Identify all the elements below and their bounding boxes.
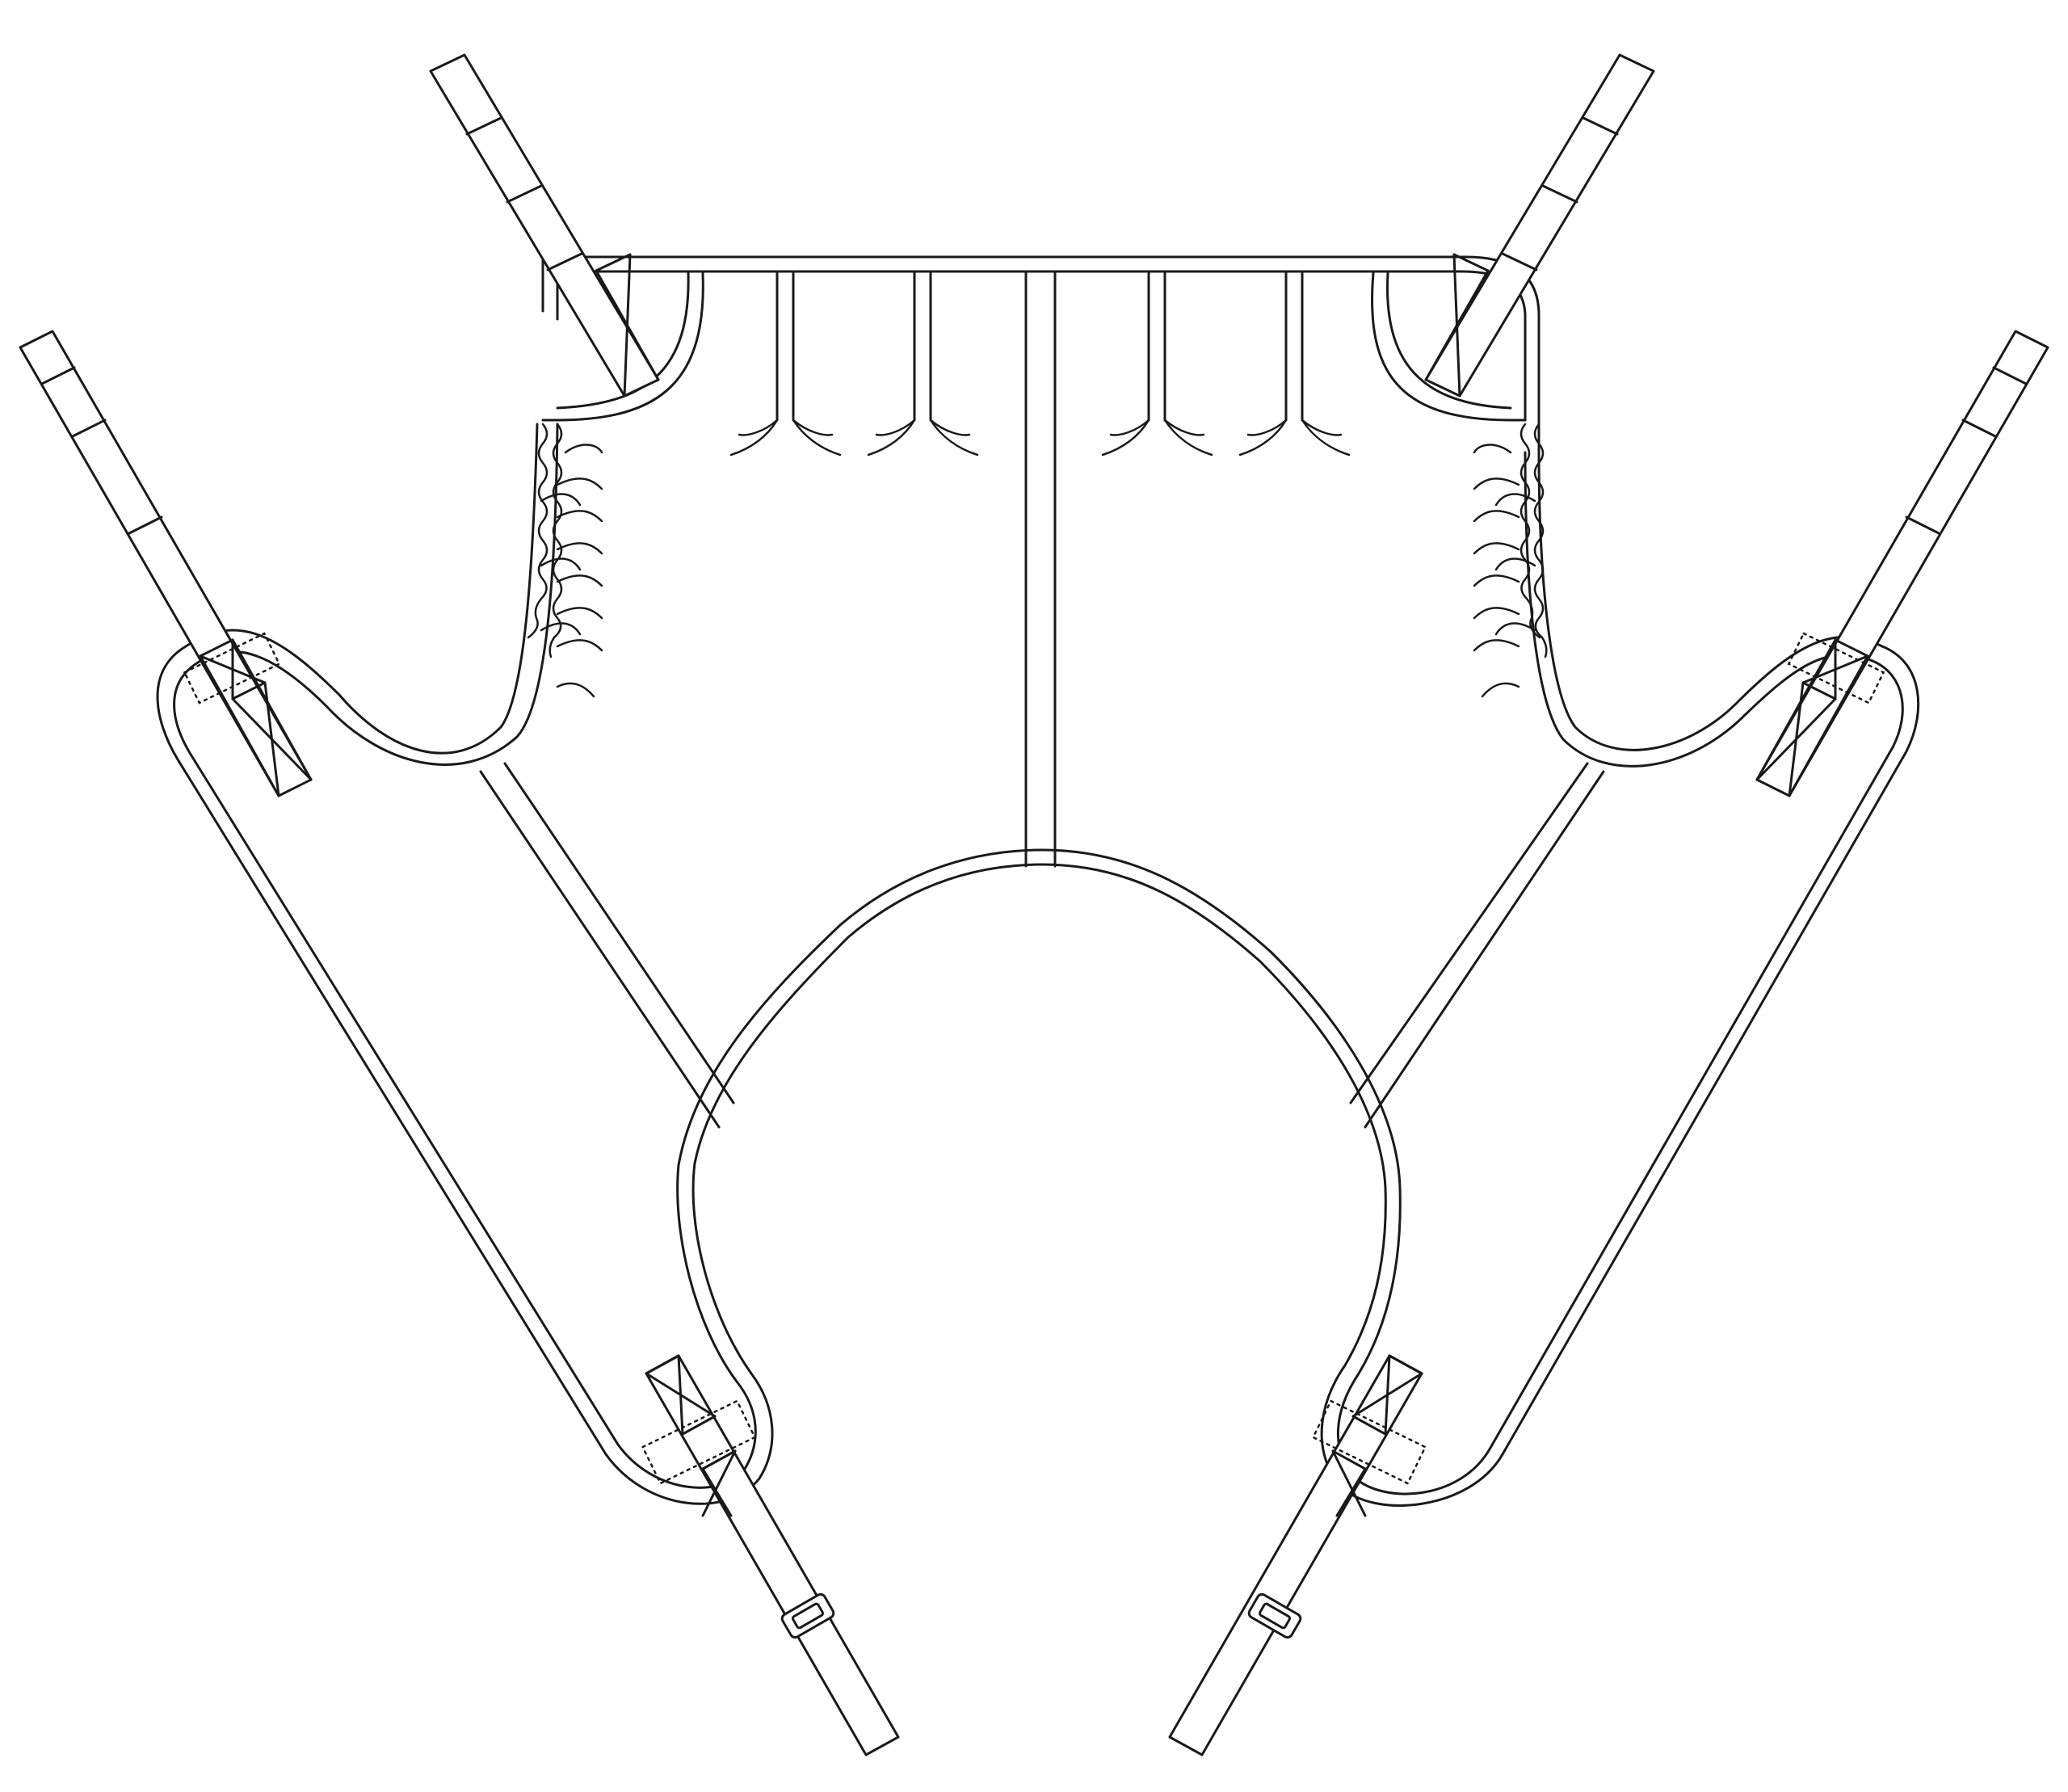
- inner-seams: [479, 762, 1605, 1129]
- dart-2: [867, 271, 979, 456]
- dart-4: [1238, 271, 1351, 456]
- upper-right-shoulder-strap: [1424, 53, 1655, 398]
- sling-body: [156, 255, 1920, 1507]
- right-pocket-inner: [1386, 271, 1512, 410]
- right-buckle: [1247, 1592, 1302, 1639]
- right-pocket-outer: [1371, 271, 1527, 422]
- right-gathered-edge: [1473, 423, 1548, 698]
- right-side-strap: [1755, 330, 2049, 797]
- head-support-panel: [541, 271, 1527, 868]
- left-wing-outer: [156, 423, 1920, 1507]
- lower-left-leg-strap: [641, 1354, 900, 1756]
- left-side-strap: [19, 330, 313, 797]
- upper-left-shoulder-strap: [429, 53, 660, 398]
- dart-3: [1101, 271, 1213, 456]
- left-wing-inner: [173, 423, 1904, 1495]
- left-buckle: [780, 1592, 835, 1639]
- left-gathered-edge: [527, 423, 603, 698]
- dart-1: [729, 271, 842, 456]
- lower-right-leg-strap: [1168, 1354, 1427, 1756]
- left-pocket-outer: [541, 271, 704, 422]
